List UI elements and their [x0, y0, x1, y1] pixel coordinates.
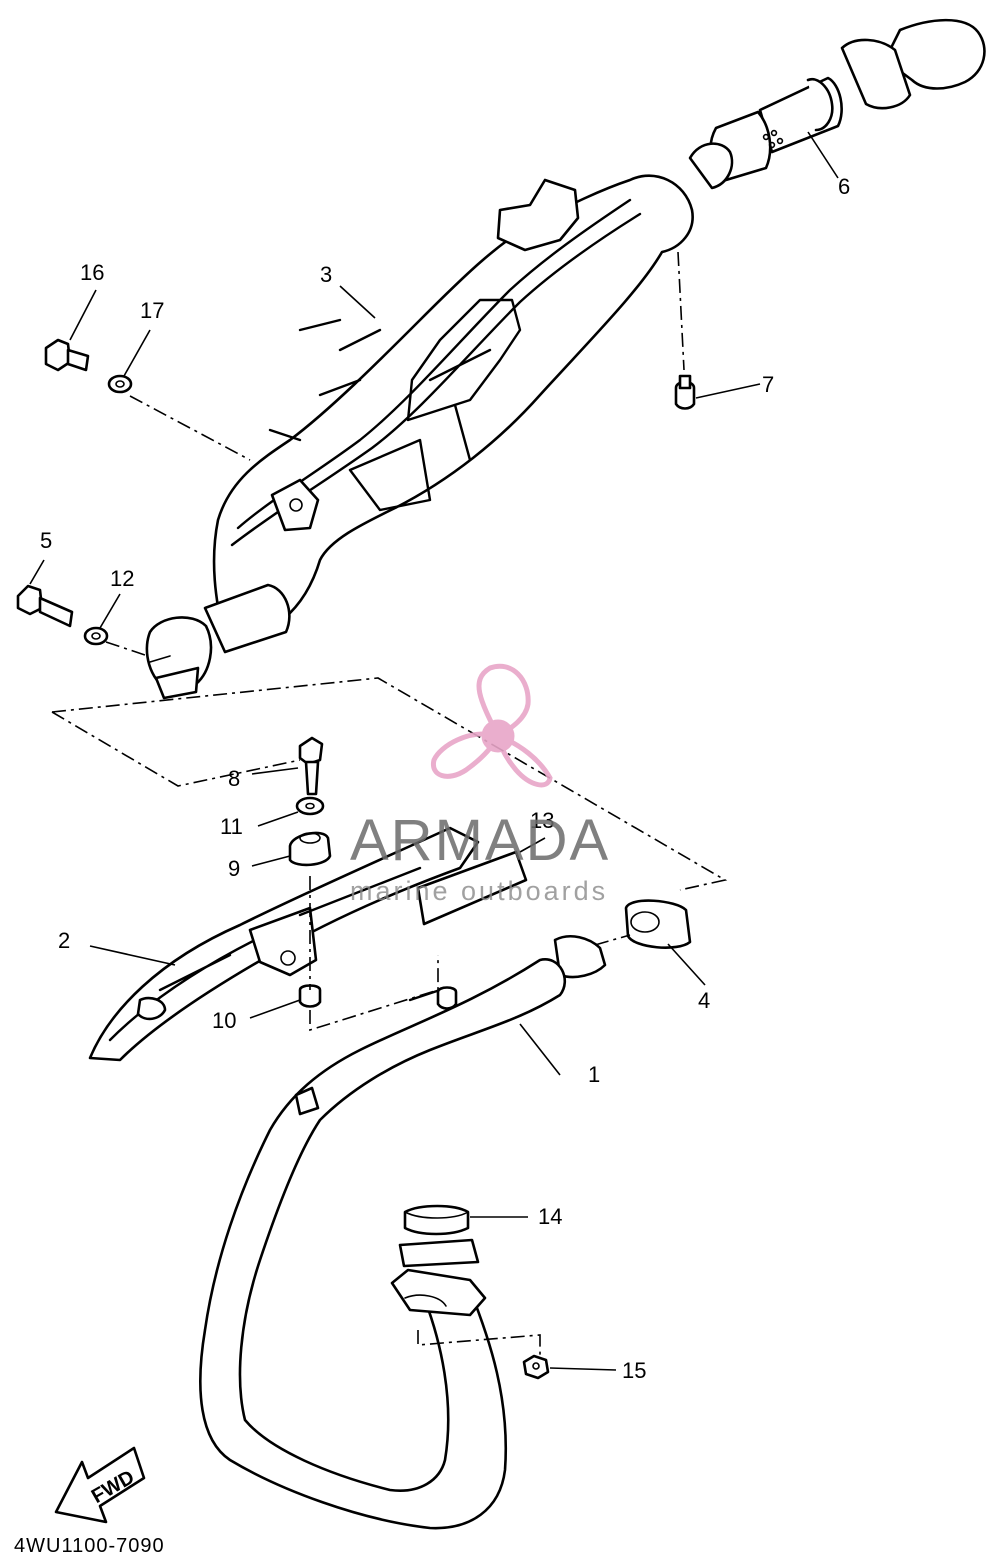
callout-17: 17 — [140, 298, 164, 323]
callout-11: 11 — [220, 814, 243, 839]
callout-4: 4 — [698, 988, 710, 1013]
callout-labels: 1 2 3 4 5 6 7 8 9 10 11 12 13 14 15 16 1… — [40, 174, 850, 1383]
callout-2: 2 — [58, 928, 70, 953]
callout-13: 13 — [530, 808, 554, 833]
callout-12: 12 — [110, 566, 134, 591]
watermark-brand: ARMADA — [350, 808, 610, 873]
callout-16: 16 — [80, 260, 104, 285]
forward-arrow: FWD — [54, 1446, 146, 1524]
heat-protector — [88, 826, 480, 1062]
callout-9: 9 — [228, 856, 240, 881]
watermark-tagline: marine outboards — [350, 876, 608, 906]
diagram-code: 4WU1100-7090 — [14, 1535, 165, 1557]
leader-lines — [29, 131, 839, 1371]
callout-6: 6 — [838, 174, 850, 199]
callout-1: 1 — [588, 1062, 600, 1087]
callout-3: 3 — [320, 262, 332, 287]
exhaust-pipe — [199, 935, 607, 1530]
armada-watermark: ARMADA marine outboards — [350, 663, 610, 906]
callout-10: 10 — [212, 1008, 236, 1033]
propeller-icon — [430, 663, 553, 788]
callout-8: 8 — [228, 766, 240, 791]
callout-15: 15 — [622, 1358, 646, 1383]
callout-5: 5 — [40, 528, 52, 553]
assembly-lines — [51, 251, 728, 1355]
muffler-assembly — [145, 18, 986, 700]
callout-7: 7 — [762, 372, 774, 397]
callout-14: 14 — [538, 1204, 562, 1229]
fasteners — [16, 338, 696, 1380]
